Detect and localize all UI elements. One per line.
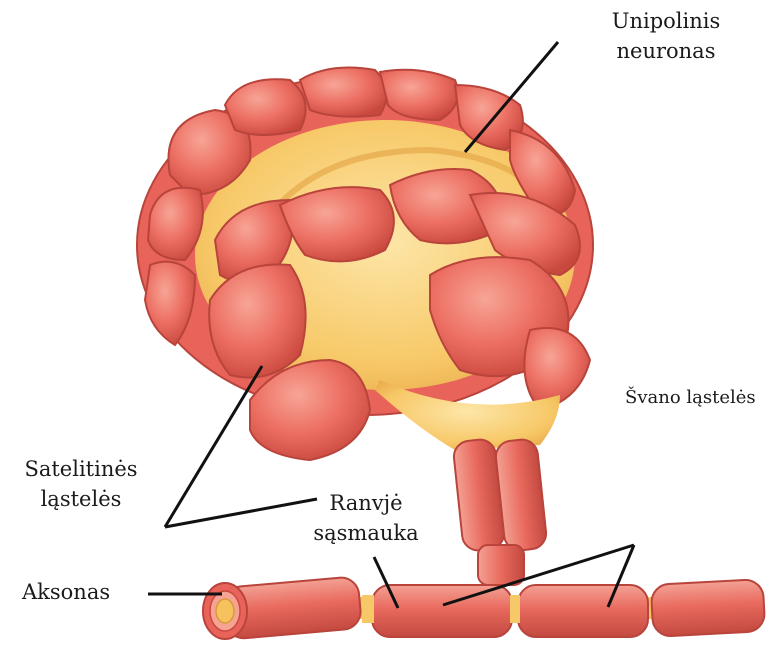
label-unipolar-neuron: Unipolinis neuronas — [596, 6, 736, 66]
label-schwann-cells-text: Švano ląstelės — [625, 387, 756, 408]
label-ranvier-node-line1: Ranvjė — [296, 488, 436, 518]
label-satellite-cells: Satelitinės ląstelės — [6, 454, 156, 514]
label-ranvier-node-line2: sąsmauka — [296, 518, 436, 548]
leader-satellite-1 — [165, 366, 262, 527]
label-unipolar-neuron-line1: Unipolinis — [596, 6, 736, 36]
label-satellite-cells-line1: Satelitinės — [6, 454, 156, 484]
label-satellite-cells-line2: ląstelės — [6, 484, 156, 514]
label-ranvier-node: Ranvjė sąsmauka — [296, 488, 436, 548]
axon-myelinated — [203, 576, 765, 640]
label-schwann-cells: Švano ląstelės — [625, 383, 756, 413]
label-unipolar-neuron-line2: neuronas — [596, 36, 736, 66]
leader-satellite-2 — [165, 499, 317, 527]
neuron-stem-schwann-cells — [375, 380, 560, 585]
label-axon: Aksonas — [22, 577, 110, 607]
label-axon-text: Aksonas — [22, 580, 110, 604]
